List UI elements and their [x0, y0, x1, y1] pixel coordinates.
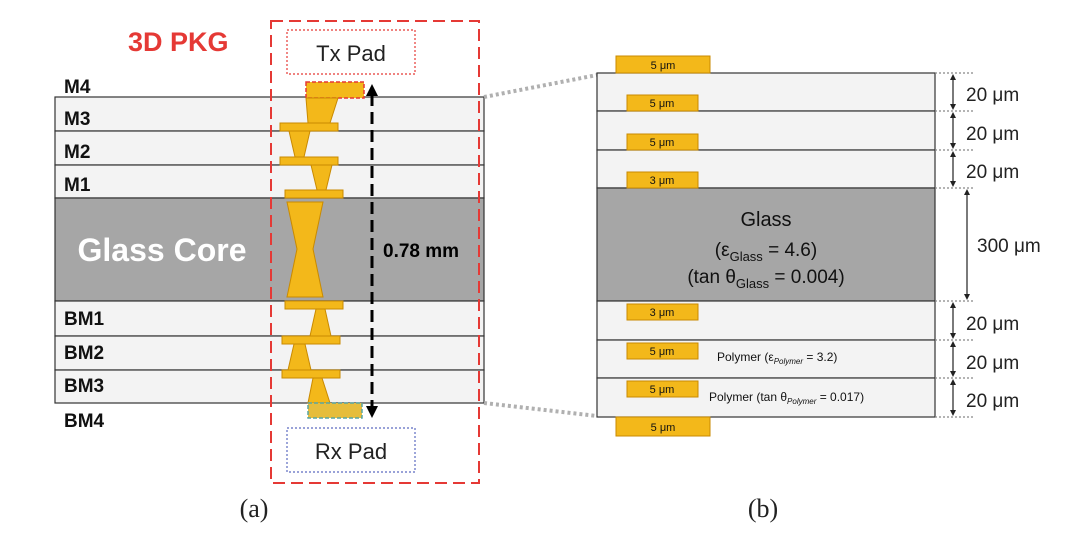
pad-bm1	[284, 300, 344, 310]
trace-1-label: 5 μm	[650, 98, 675, 110]
trace-3-label: 3 μm	[650, 175, 675, 187]
layer-label-m4: M4	[64, 77, 91, 98]
glass-core-layer	[54, 197, 485, 302]
panel-a: 3D PKG Tx Pad Rx Pad Glass Core 0.78 mm …	[54, 20, 485, 523]
trace-4	[626, 303, 699, 321]
caption-b: (b)	[748, 494, 778, 523]
dim-arrowhead	[950, 181, 956, 187]
rx-port-pad	[307, 402, 363, 419]
layer-label-bm3: BM3	[64, 376, 104, 397]
layer-label-m1: M1	[64, 175, 91, 196]
pkg-title: 3D PKG	[128, 27, 229, 57]
trace-1	[626, 94, 699, 112]
dim-arrowhead	[950, 74, 956, 80]
tgv-via	[286, 201, 324, 298]
trace-bottom	[615, 416, 711, 437]
trace-4-label: 3 μm	[650, 307, 675, 319]
rx-pad-box	[286, 427, 416, 473]
layer-m3	[54, 96, 485, 132]
pad-bm3	[281, 369, 341, 379]
glass-permittivity: (εGlass = 4.6)	[715, 240, 817, 264]
dim-arrowhead	[950, 371, 956, 377]
pad-m3	[279, 122, 339, 132]
dim-arrowhead	[950, 143, 956, 149]
pad-m1	[284, 189, 344, 199]
polymer-permittivity: Polymer (εPolymer = 3.2)	[717, 350, 837, 366]
dim-label-4: 20 μm	[966, 314, 1019, 335]
layer-label-bm2: BM2	[64, 343, 104, 364]
trace-top-label: 5 μm	[651, 60, 676, 72]
rx-pad-label: Rx Pad	[315, 439, 387, 464]
dim-arrowhead	[950, 333, 956, 339]
panel-b: 5 μm 5 μm 5 μm 3 μm 3 μm 5 μm 5 μm 5 μm …	[596, 55, 1041, 523]
pad-m2	[279, 156, 339, 166]
thickness-label: 0.78 mm	[383, 241, 459, 262]
trace-2-label: 5 μm	[650, 137, 675, 149]
dim-arrowhead	[964, 294, 970, 300]
glass-name: Glass	[740, 209, 791, 231]
tx-pad-label: Tx Pad	[316, 41, 386, 66]
layer-m1	[54, 164, 485, 199]
layer-label-m3: M3	[64, 109, 90, 130]
thickness-arrow-top	[366, 84, 378, 96]
layer-label-bm1: BM1	[64, 309, 105, 330]
tx-port-pad	[305, 81, 365, 99]
layer-bm2	[54, 335, 485, 371]
trace-bottom-label: 5 μm	[651, 422, 676, 434]
dim-label-1: 20 μm	[966, 85, 1019, 106]
dim-arrowhead	[964, 189, 970, 195]
trace-6-label: 5 μm	[650, 384, 675, 396]
pkg-boundary	[270, 20, 480, 484]
dim-label-core: 300 μm	[977, 236, 1041, 257]
trace-top	[615, 55, 711, 74]
layer-label-bm4: BM4	[64, 411, 105, 432]
trace-3	[626, 171, 699, 189]
glass-loss-tangent: (tan θGlass = 0.004)	[687, 267, 844, 291]
dim-label-3: 20 μm	[966, 162, 1019, 183]
via-structure	[279, 81, 365, 419]
thickness-arrow-bottom	[366, 406, 378, 418]
trace-5	[626, 342, 699, 360]
layer-label-m2: M2	[64, 142, 90, 163]
pad-bm2	[281, 335, 341, 345]
layer-bm3	[54, 369, 485, 404]
caption-a: (a)	[240, 494, 269, 523]
zoom-line-top	[483, 73, 598, 99]
layer-bm1	[54, 300, 485, 337]
dim-arrowhead	[950, 410, 956, 416]
tx-pad-box	[286, 29, 416, 75]
zoom-line-bottom	[483, 401, 598, 418]
dim-label-6: 20 μm	[966, 391, 1019, 412]
dim-label-5: 20 μm	[966, 353, 1019, 374]
dim-label-2: 20 μm	[966, 124, 1019, 145]
b-glass-layer	[596, 187, 936, 302]
dim-arrowhead	[950, 379, 956, 385]
trace-2	[626, 133, 699, 151]
dim-arrowhead	[950, 112, 956, 118]
layer-m2	[54, 130, 485, 166]
trace-6	[626, 380, 699, 398]
dim-arrowhead	[950, 341, 956, 347]
trace-5-label: 5 μm	[650, 346, 675, 358]
polymer-loss-tangent: Polymer (tan θPolymer = 0.017)	[709, 390, 864, 406]
dim-arrowhead	[950, 302, 956, 308]
glass-core-label: Glass Core	[78, 232, 247, 268]
dim-arrowhead	[950, 104, 956, 110]
dim-arrowhead	[950, 151, 956, 157]
